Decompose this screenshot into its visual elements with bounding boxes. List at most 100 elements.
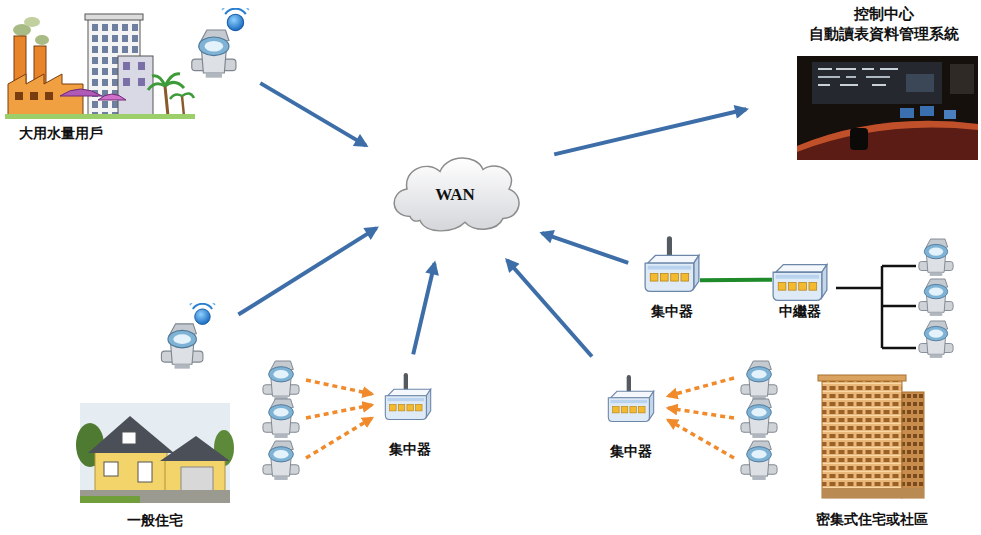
water-meter [741,361,777,400]
apartment-building [818,375,924,498]
control-room-photo [950,64,974,94]
factory-illustration [15,92,23,100]
water-meter [741,399,777,438]
control-room-photo [836,68,856,70]
relay-node: 中繼器 [762,258,838,322]
node-label: 大用水量用戶 [19,124,103,142]
factory-illustration [138,62,145,70]
data-arrow [507,260,592,356]
house-photo [95,450,167,492]
control-room-photo [797,121,978,152]
meter-wire [882,347,916,350]
water-meter [263,441,299,480]
factory-illustration [35,35,49,45]
house-photo [80,496,140,503]
node-label: 一般住宅 [127,511,183,529]
house-photo [76,299,234,503]
control-room-photo [944,110,956,119]
data-arrow [413,263,434,354]
house-photo [80,403,230,503]
meter-link [306,418,372,458]
house-node: 一般住宅 [75,303,235,531]
house-photo [88,416,174,453]
meter-link [668,378,734,396]
concentrator-icon [385,236,699,421]
data-arrow [542,233,628,263]
factory-illustration [98,94,126,100]
control-room-photo [906,74,934,92]
apartment-building [902,392,924,498]
water-meter [263,361,299,400]
water-meter [919,321,953,358]
building-node: 密集式住宅或社區 [808,372,936,530]
relay-icon [773,265,827,301]
meter-link [306,378,734,458]
node-label: 中繼器 [779,302,821,320]
house-photo [122,432,136,444]
water-meter [263,399,299,438]
concentrator-node: 集中器 [597,370,665,462]
house-photo [80,490,230,503]
factory-illustration [5,114,195,119]
factory-illustration [148,74,184,90]
factory-illustration [123,62,130,70]
house-photo [161,299,215,369]
factory-illustration [24,17,40,27]
meter-wire [882,265,916,268]
relay-icon [773,265,827,301]
factory-illustration [118,56,153,116]
control-center-node: 控制中心自動讀表資料管理系統 [790,3,978,163]
node-label: 控制中心 [854,5,914,25]
meter-wire [882,305,916,308]
concentrator-icon [645,236,699,291]
node-label: 自動讀表資料管理系統 [809,25,959,45]
control-room-photo [880,68,898,70]
house-photo [104,462,118,476]
data-arrow [238,228,376,314]
node-label: 集中器 [389,440,431,458]
apartment-building [818,375,906,381]
control-room-photo [862,68,874,70]
control-room-photo [872,84,886,86]
control-room-photo [920,106,934,116]
cloud-outline [394,158,519,231]
apartment-building [822,488,924,498]
concentrator-node: 集中器 [375,368,445,460]
data-arrow [260,83,366,145]
control-room-photo [866,76,890,78]
data-arrow [554,109,746,154]
factory-illustration [138,78,145,86]
control-room-photo [797,56,978,160]
meter-link [668,420,734,458]
water-meter [741,441,777,480]
factory-illustration [85,14,143,20]
factory-illustration [45,92,53,100]
control-room-photo [797,56,978,160]
factory-illustration [30,92,38,100]
apartment-building [822,380,902,498]
meter-wire [836,266,916,348]
factory-illustration [192,3,249,77]
control-room-photo [818,76,840,78]
node-label: 密集式住宅或社區 [816,510,928,528]
meter-wire [836,287,882,290]
factory-illustration [165,86,168,116]
control-room-photo [818,68,832,70]
factory-illustration [5,3,249,119]
concentrator-icon [385,373,430,419]
factory-illustration [123,78,130,86]
control-room-photo [840,84,858,86]
meter-link [306,380,372,394]
control-room-photo [846,76,856,78]
link-line [700,278,772,283]
water-meter [919,239,953,276]
factory-illustration [60,89,102,96]
user-node: 大用水量用戶 [5,8,250,146]
concentrator-icon [608,375,653,421]
house-photo [165,458,225,492]
factory-illustration [182,96,184,116]
control-room-photo [812,62,942,104]
network-label: WAN [435,184,475,206]
